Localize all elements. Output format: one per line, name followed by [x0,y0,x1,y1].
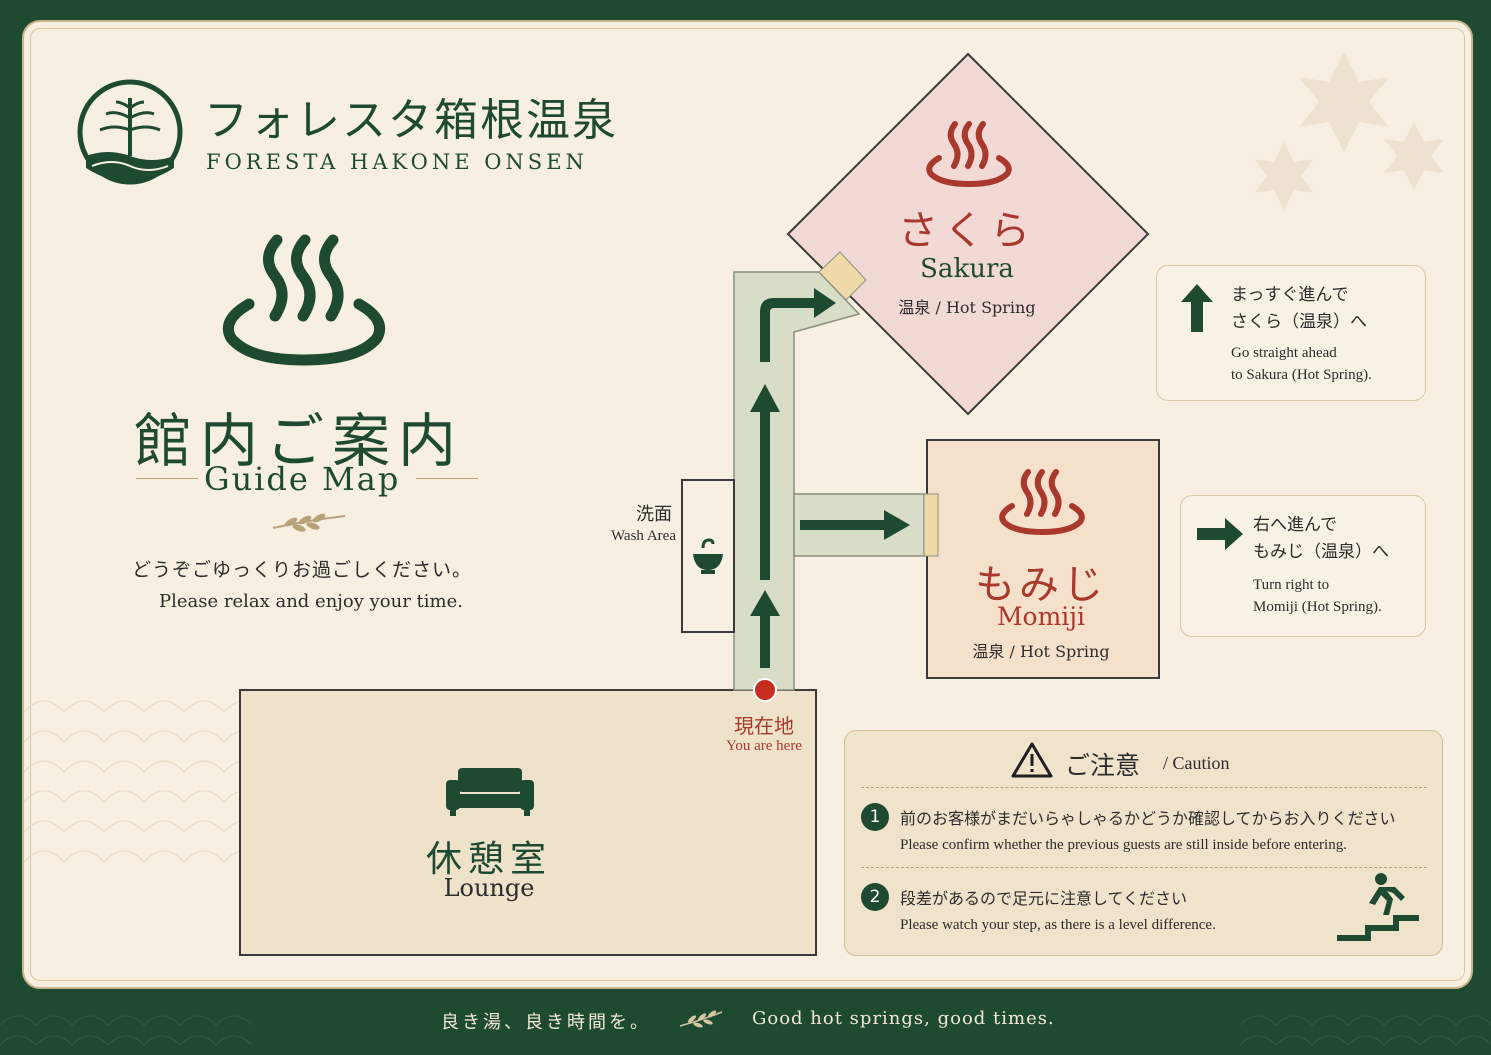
momiji-name-en: Momiji [996,602,1086,631]
welcome-message-jp: どうぞごゆっくりお過ごしください。 [132,559,473,581]
lounge-name-jp: 休憩室 [425,839,552,880]
caution-item-2-en: Please watch your step, as there is a le… [900,917,1216,933]
direction-sakura-en-1: Go straight ahead [1231,345,1337,361]
onsen-icon [999,469,1085,536]
wave-pattern-decoration [24,700,254,863]
caution-item-1-en: Please confirm whether the previous gues… [900,837,1347,853]
direction-sakura-jp-2: さくら（温泉）へ [1231,312,1367,332]
onsen-icon [222,234,386,366]
leaf-decoration [1254,52,1444,210]
current-location-label-jp: 現在地 [734,714,794,738]
arrow-up-icon [1181,284,1213,332]
footer-wave-pattern [0,1015,1491,1046]
floor-plan [239,52,1160,956]
caution-item-2-jp: 段差があるので足元に注意してください [900,889,1188,908]
sofa-icon [446,768,534,816]
current-location-label-en: You are here [726,738,802,754]
footer-slogan-jp: 良き湯、良き時間を。 [441,1012,651,1033]
caution-title-jp: ご注意 [1065,751,1141,780]
sakura-door [818,251,867,301]
divider-right [416,478,478,479]
momiji-type: 温泉 / Hot Spring [972,642,1110,661]
lounge-name-en: Lounge [443,874,535,902]
momiji-room [926,439,1160,679]
map-paper: フォレスタ箱根温泉 FORESTA HAKONE ONSEN 館内ご案内 Gui… [22,20,1473,989]
onsen-icon [926,121,1012,188]
current-location-marker [753,678,777,702]
sakura-name-jp: さくら [898,208,1036,254]
caution-item-1-jp: 前のお客様がまだいらゃしゃるかどうか確認してからお入りください [900,809,1396,828]
brand-name-jp: フォレスタ箱根温泉 [204,95,618,146]
sakura-type: 温泉 / Hot Spring [898,298,1036,317]
sakura-name-en: Sakura [920,254,1014,284]
stairs-person-icon [1337,873,1419,941]
wash-basin-icon [693,538,723,574]
direction-momiji-en-2: Momiji (Hot Spring). [1253,599,1382,615]
caution-title-en: / Caution [1163,753,1230,773]
direction-momiji: 右へ進んで もみじ（温泉）へ Turn right to Momiji (Hot… [1180,495,1426,637]
direction-momiji-jp-1: 右へ進んで [1253,515,1338,535]
wash-name-jp: 洗面 [636,504,672,525]
warning-icon [1011,742,1053,778]
lounge-room [239,689,817,956]
leaf-sprig-icon [679,1010,723,1028]
corridor-main [733,271,861,691]
direction-momiji-jp-2: もみじ（温泉）へ [1253,542,1389,562]
direction-sakura-jp-1: まっすぐ進んで [1231,285,1349,305]
welcome-message-en: Please relax and enjoy your time. [159,591,463,612]
leaf-sprig-icon [272,513,346,532]
caution-number-2: 2 [861,883,889,911]
direction-sakura-en-2: to Sakura (Hot Spring). [1231,367,1372,383]
guide-title-en: Guide Map [204,460,401,498]
caution-divider [861,867,1427,868]
caution-panel: ご注意 / Caution 1 前のお客様がまだいらゃしゃるかどうか確認してから… [844,730,1443,956]
momiji-name-jp: もみじ [975,562,1107,608]
tree-logo-icon [77,79,183,185]
sakura-room [786,52,1150,416]
arrow-right-icon [1197,518,1243,550]
footer-slogan-en: Good hot springs, good times. [752,1008,1055,1029]
wash-name-en: Wash Area [610,528,676,544]
caution-number-1: 1 [861,803,889,831]
momiji-door [923,493,939,557]
divider-left [136,478,198,479]
caution-divider [861,787,1427,788]
guide-title-jp: 館内ご案内 [134,407,465,475]
route-arrows [750,288,910,668]
brand-name-en: FORESTA HAKONE ONSEN [206,150,588,174]
direction-momiji-en-1: Turn right to [1253,577,1330,593]
direction-sakura: まっすぐ進んで さくら（温泉）へ Go straight ahead to Sa… [1156,265,1426,401]
